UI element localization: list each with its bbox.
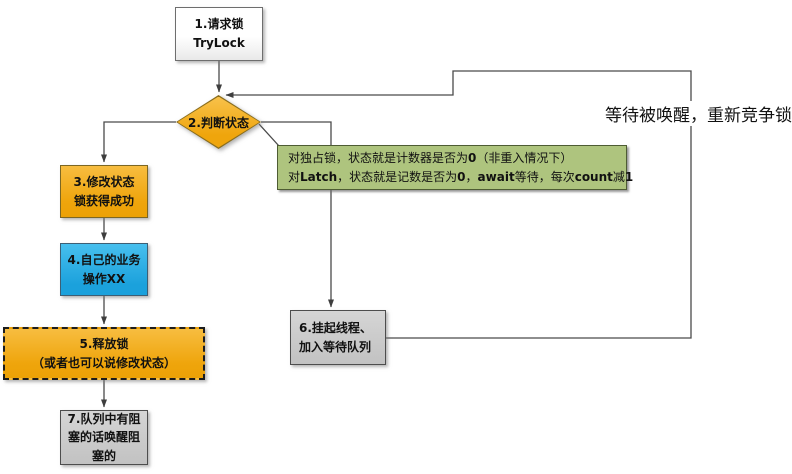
node-wake-blocked: 7.队列中有阻塞的话唤醒阻塞的: [60, 410, 148, 465]
node-suspend-thread: 6.挂起线程、加入等待队列: [290, 310, 386, 365]
edge-step2-step3: [101, 121, 176, 163]
node-business-operation: 4.自己的业务操作XX: [60, 243, 148, 296]
edge-step2-note-callout: [258, 123, 280, 147]
loop-label-wait-relock: 等待被唤醒，重新竞争锁: [603, 101, 792, 126]
node-release-lock: 5.释放锁（或者也可以说修改状态）: [3, 327, 205, 380]
node-check-state-label: 2.判断状态: [188, 115, 249, 130]
node-modify-state-success: 3.修改状态锁获得成功: [60, 165, 148, 218]
node-check-state: 2.判断状态: [176, 95, 261, 149]
edge-step6-step2-loop: [225, 70, 692, 339]
note-state-explanation: 对独占锁，状态就是计数器是否为0（非重入情况下）对Latch，状态就是记数是否为…: [277, 145, 633, 190]
edge-step2-step6: [261, 121, 334, 308]
